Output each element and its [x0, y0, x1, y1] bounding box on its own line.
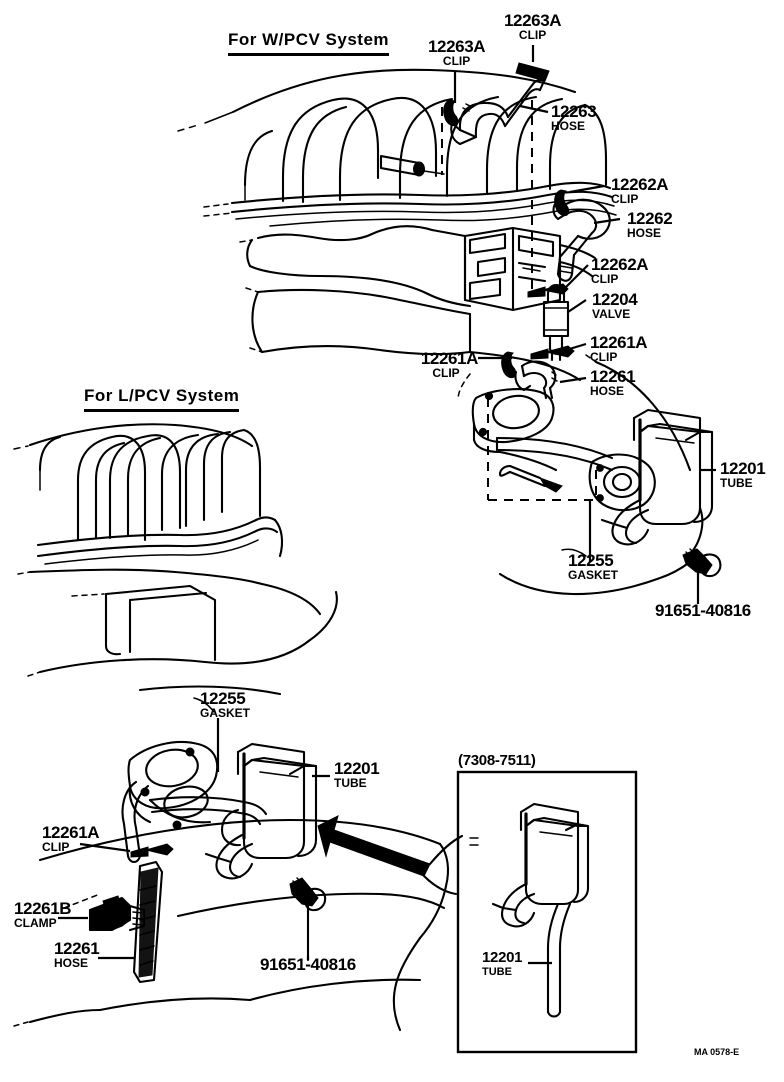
callout-part-name: HOSE [627, 226, 662, 240]
callout-part-name: TUBE [334, 776, 367, 790]
callout-part-name: CLIP [590, 350, 618, 364]
callout-part-number: 12263A [504, 11, 562, 30]
callout-part-name: TUBE [720, 476, 753, 490]
tube-assembly-lower-art [121, 740, 318, 880]
lower-valve-cover-art [13, 423, 338, 696]
callout-part-name: CLIP [442, 54, 471, 68]
callout-part-name: HOSE [54, 956, 89, 970]
callout-part-number: 12255 [568, 551, 614, 570]
callout-part-name: CLAMP [14, 916, 57, 930]
callout-12262A-clip-lower: 12262A CLIP [591, 255, 649, 286]
callout-part-name: CLIP [591, 272, 619, 286]
inset-callout-12201-tube: 12201 TUBE [482, 949, 523, 979]
callout-91651-40816-upper: 91651-40816 [655, 602, 751, 619]
part-12263-hose-art [443, 62, 550, 146]
callout-part-name: GASKET [200, 706, 251, 720]
sheet-corner-code: MA 0578-E [694, 1047, 740, 1057]
callout-12262-hose: 12262 HOSE [627, 209, 673, 240]
callout-part-number: 12261A [420, 349, 479, 368]
callout-12263A-clip-left: 12263A CLIP [428, 37, 486, 68]
part-12261-hose-lower-art [132, 860, 164, 984]
callout-12255-gasket-lower: 12255 GASKET [200, 690, 250, 720]
callout-12263A-clip-top: 12263A CLIP [504, 11, 562, 42]
callout-12262A-clip-upper: 12262A CLIP [611, 175, 669, 206]
callout-12261A-clip-left: 12261A CLIP [414, 349, 479, 380]
callout-part-number: 12261 [54, 939, 100, 958]
callout-91651-40816-lower: 91651-40816 [260, 956, 356, 973]
bolt-lower-art [289, 877, 327, 962]
part-12262-hose-art [527, 189, 611, 298]
callout-part-number: 12204 [592, 290, 638, 309]
inset-tube-art [469, 802, 590, 1018]
part-12261B-clamp-art [63, 893, 146, 932]
intake-manifold-art [239, 225, 692, 472]
bolt-upper-art [498, 548, 722, 596]
callout-part-name: TUBE [482, 966, 512, 978]
callout-part-number: 12262 [627, 209, 673, 228]
callout-part-number: 91651-40816 [655, 601, 751, 620]
callout-part-number: 12263A [428, 37, 486, 56]
callout-part-name: CLIP [432, 366, 460, 380]
callout-part-number: 12201 [720, 459, 766, 478]
callout-part-number: 12263 [551, 102, 597, 121]
upper-valve-cover-art [177, 68, 617, 290]
callout-12261A-clip-right: 12261A CLIP [590, 333, 648, 364]
callout-part-number: 12262A [591, 255, 649, 274]
callout-part-number: 91651-40816 [260, 955, 356, 974]
callout-part-number: 12262A [611, 175, 669, 194]
callout-part-number: 12201 [334, 759, 380, 778]
callout-12261A-clip-lower: 12261A CLIP [42, 823, 100, 854]
callout-part-name: HOSE [551, 119, 586, 133]
callout-part-number: 12261 [590, 367, 636, 386]
callout-12201-tube-lower: 12201 TUBE [334, 759, 380, 790]
inset-border [456, 770, 638, 1054]
callout-part-name: GASKET [568, 568, 619, 582]
callout-part-number: 12261A [590, 333, 648, 352]
inset-date-range: (7308-7511) [458, 752, 536, 769]
callout-12255-gasket-upper: 12255 GASKET [568, 552, 618, 582]
callout-part-number: 12261B [14, 899, 72, 918]
callout-12261-hose-lower: 12261 HOSE [54, 939, 100, 970]
part-12261A-clip-lower-art [130, 843, 174, 858]
callout-part-number: 12261A [42, 823, 100, 842]
leader-lines [58, 45, 716, 965]
callout-12263-hose: 12263 HOSE [551, 102, 597, 133]
tube-assembly-upper-art [471, 388, 714, 560]
callout-part-number: 12255 [200, 689, 246, 708]
callout-part-name: VALVE [592, 307, 631, 321]
lower-body-contour-art [13, 815, 464, 1032]
callout-part-name: CLIP [611, 192, 639, 206]
callout-part-name: CLIP [518, 28, 547, 42]
callout-part-name: CLIP [42, 840, 70, 854]
callout-part-number: 12201 [482, 949, 523, 966]
callout-12204-valve: 12204 VALVE [592, 290, 638, 321]
section-header-w-pcv: For W/PCV System [228, 30, 390, 56]
callout-part-name: HOSE [590, 384, 625, 398]
callout-12261B-clamp: 12261B CLAMP [14, 899, 72, 930]
section-header-l-pcv: For L/PCV System [84, 386, 240, 412]
callout-12261-hose-upper: 12261 HOSE [590, 367, 636, 398]
callout-12201-tube-upper: 12201 TUBE [720, 459, 766, 490]
